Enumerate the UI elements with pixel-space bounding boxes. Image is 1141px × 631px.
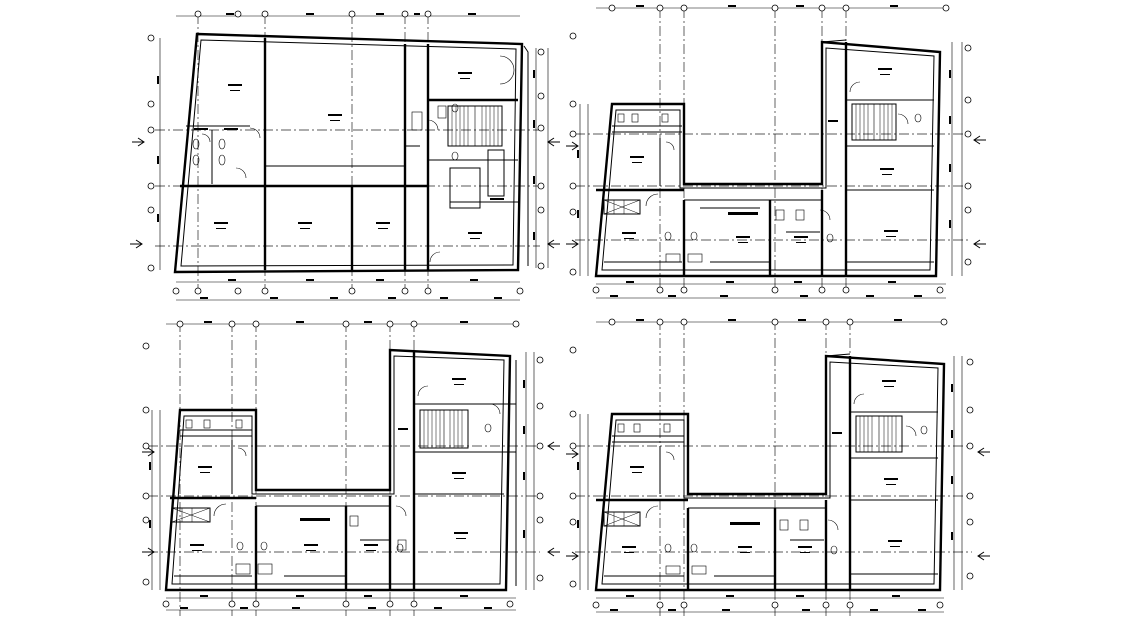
section-markers — [566, 447, 990, 561]
stair-run — [447, 105, 505, 209]
door-swings — [645, 81, 909, 221]
toilet-fixtures — [185, 419, 492, 575]
grid-bubbles — [569, 318, 974, 609]
toilet-fixtures — [192, 103, 459, 166]
dimension-lines — [149, 321, 535, 611]
outer-walls — [173, 32, 529, 274]
floor-plan-2 — [566, 4, 986, 299]
grid-bubbles — [142, 320, 544, 608]
floor-plan-1 — [130, 10, 560, 301]
door-swings — [201, 55, 515, 263]
section-markers — [130, 137, 560, 249]
interior-walls — [180, 38, 518, 270]
shaded-corridor — [171, 507, 330, 523]
dimension-lines — [577, 5, 963, 299]
dimension-lines — [577, 319, 963, 613]
outer-walls — [594, 39, 942, 278]
grid-axes — [148, 322, 540, 616]
room-tags — [190, 378, 468, 551]
grid-axes — [575, 8, 968, 296]
room-tags — [622, 68, 898, 243]
interior-walls — [596, 42, 934, 276]
stair-run — [855, 415, 903, 453]
room-tags — [194, 72, 504, 239]
stair-run — [851, 103, 897, 141]
door-swings — [645, 393, 917, 531]
section-markers — [566, 135, 986, 249]
shaded-corridor — [603, 511, 760, 527]
outer-walls — [594, 353, 946, 592]
section-markers — [142, 441, 560, 557]
grid-bubbles — [569, 4, 972, 294]
grid-bubbles — [147, 10, 545, 295]
grid-axes — [155, 14, 540, 296]
door-swings — [213, 385, 501, 517]
stair-run — [419, 409, 469, 449]
interior-walls — [170, 352, 516, 590]
room-tags — [622, 380, 902, 553]
floor-plan-3 — [142, 320, 560, 616]
dimension-lines — [157, 13, 549, 301]
interior-walls — [596, 356, 938, 590]
shaded-corridor — [603, 199, 758, 215]
outer-walls — [164, 348, 517, 592]
floor-plan-4 — [566, 318, 990, 616]
toilet-fixtures — [617, 113, 922, 263]
toilet-fixtures — [617, 423, 928, 575]
